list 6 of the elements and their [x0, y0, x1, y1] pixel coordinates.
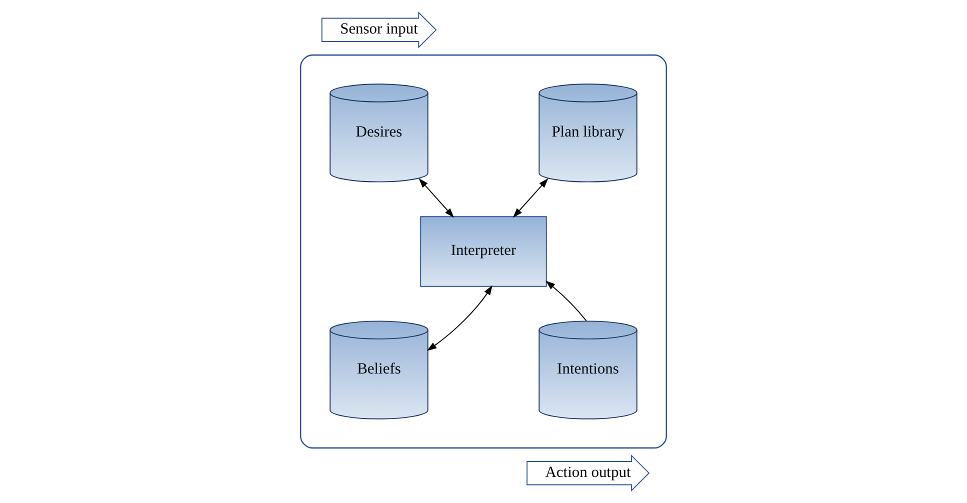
- cluster: [300, 54, 668, 449]
- arrow: [426, 285, 492, 351]
- node-box: Interpreter: [420, 216, 547, 287]
- arrow: [512, 178, 548, 218]
- arrow: [545, 280, 587, 322]
- arrow: [418, 178, 454, 218]
